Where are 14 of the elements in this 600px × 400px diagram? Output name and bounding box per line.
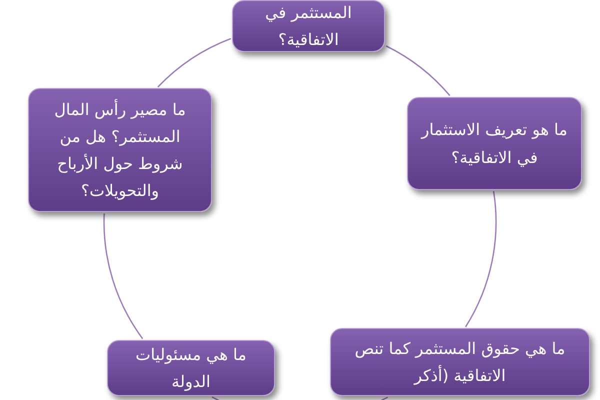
question-box xyxy=(28,88,212,212)
question-box xyxy=(232,0,385,52)
question-text: ما هو تعريف الاستثمار في الاتفاقية؟ xyxy=(420,119,568,169)
connector-arc xyxy=(465,191,497,328)
connector-arc xyxy=(104,214,144,340)
question-text: ما مصير رأس المال المستثمر؟ هل من شروط حول الأرباح والتحويلات؟ xyxy=(53,98,187,202)
question-text: ما هي مسئوليات الدولة xyxy=(134,344,248,393)
connector-arc xyxy=(157,38,232,88)
question-box xyxy=(407,97,582,190)
question-text: ما هي حقوق المستثمر كما تنص الاتفاقية (أذكر xyxy=(354,338,566,387)
question-box xyxy=(107,340,275,396)
question-box xyxy=(330,328,590,396)
connector-arc xyxy=(386,45,450,96)
question-text: المستثمر في الاتفاقية؟ xyxy=(264,2,353,51)
